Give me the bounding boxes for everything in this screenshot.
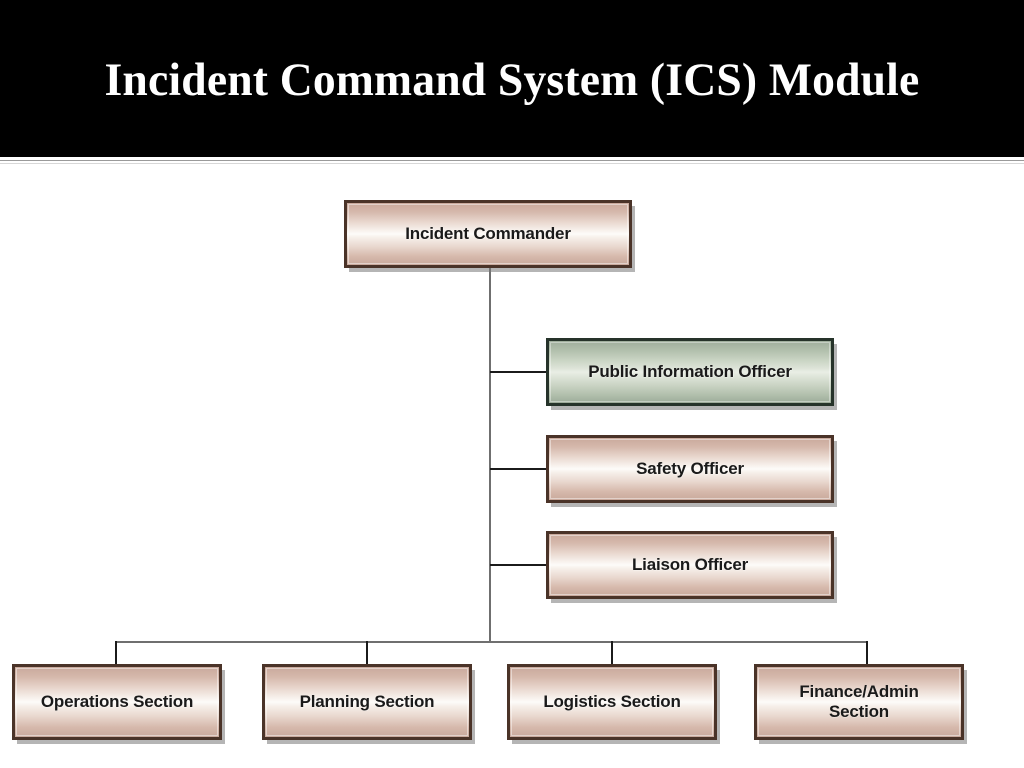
connector-general-staff-bus: [115, 641, 868, 643]
header-divider: [0, 160, 1024, 161]
node-public-information-officer[interactable]: Public Information Officer: [546, 338, 834, 406]
node-safety-officer[interactable]: Safety Officer: [546, 435, 834, 503]
header-divider-highlight: [0, 163, 1024, 164]
node-label-logistics-section: Logistics Section: [543, 691, 681, 711]
node-label-safety-officer: Safety Officer: [636, 458, 744, 478]
org-chart: Incident Commander Public Information Of…: [0, 164, 1024, 768]
node-label-incident-commander: Incident Commander: [405, 223, 571, 243]
node-incident-commander[interactable]: Incident Commander: [344, 200, 632, 268]
node-operations-section[interactable]: Operations Section: [12, 664, 222, 740]
node-label-operations-section: Operations Section: [40, 691, 194, 711]
title-band: Incident Command System (ICS) Module: [0, 0, 1024, 157]
node-liaison-officer[interactable]: Liaison Officer: [546, 531, 834, 599]
page-title: Incident Command System (ICS) Module: [104, 54, 920, 106]
connector-drop-operations-section: [115, 641, 117, 665]
node-logistics-section[interactable]: Logistics Section: [507, 664, 717, 740]
node-label-liaison-officer: Liaison Officer: [631, 554, 749, 574]
node-label-finance-admin-section-line2: Section: [828, 702, 889, 721]
node-label-public-information-officer: Public Information Officer: [588, 361, 792, 381]
connector-drop-finance-admin-section: [866, 641, 868, 665]
connector-to-public-information-officer: [490, 371, 548, 373]
connector-trunk-vertical: [489, 268, 491, 642]
connector-to-safety-officer: [490, 468, 548, 470]
connector-drop-logistics-section: [611, 641, 613, 665]
node-label-finance-admin-section: Finance/Admin Section: [799, 682, 918, 722]
node-planning-section[interactable]: Planning Section: [262, 664, 472, 740]
connector-to-liaison-officer: [490, 564, 548, 566]
connector-drop-planning-section: [366, 641, 368, 665]
node-label-finance-admin-section-line1: Finance/Admin: [799, 681, 919, 701]
node-finance-admin-section[interactable]: Finance/Admin Section: [754, 664, 964, 740]
node-label-planning-section: Planning Section: [299, 691, 435, 711]
